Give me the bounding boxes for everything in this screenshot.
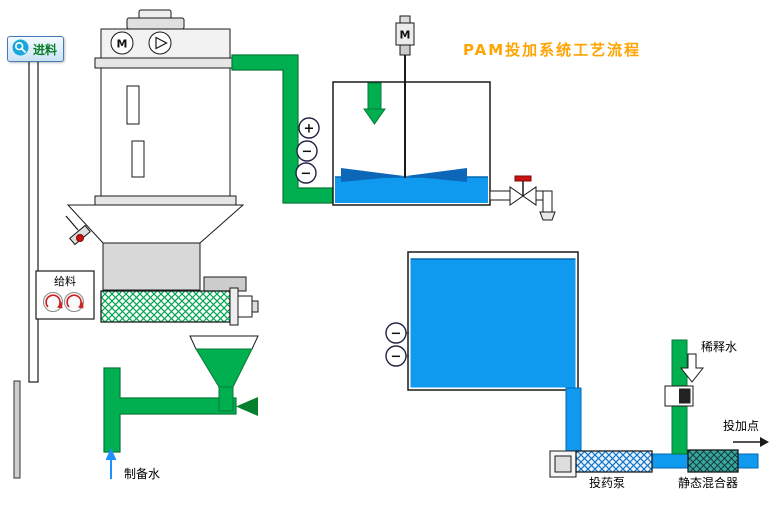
funnel-stem [218, 386, 234, 412]
funnel-cone [195, 348, 253, 388]
prep-water-arrow [105, 448, 117, 479]
static-mixer-label: 静态混合器 [678, 476, 739, 490]
feeder-motor-symbol [110, 31, 134, 55]
outlet-valve-faucet [489, 175, 556, 221]
feeder-sight-slot-upper [126, 85, 140, 125]
storage-gauge-2 [385, 345, 407, 367]
flow-arrow-left [236, 397, 258, 416]
agitator-blade-right [406, 168, 467, 182]
screw-gearbox [237, 295, 253, 318]
screw-conveyor [100, 276, 259, 326]
static-mixer [687, 449, 739, 473]
feeder-body [100, 67, 231, 197]
dial-arrow-right [66, 294, 82, 308]
magnifier-icon [12, 39, 29, 59]
screw-tube [100, 290, 231, 323]
agitator-blade-left [341, 168, 404, 182]
feed-button[interactable]: 进料 [7, 36, 65, 62]
mix-pipe-gauges: + − − [295, 117, 320, 184]
outlet-pipe [489, 190, 511, 201]
faucet-spout [539, 211, 556, 221]
dilution-pipe [664, 339, 705, 455]
feed-button-label: 进料 [33, 42, 58, 57]
agitator-motor-cap [399, 15, 411, 24]
feeder-panel-label: 给料 [54, 275, 76, 288]
mixing-funnel [189, 335, 259, 416]
storage-gauge-1-label: − [391, 327, 402, 342]
storage-tank-liquid [410, 259, 576, 388]
storage-tank [407, 251, 579, 391]
gauge-plus [298, 117, 320, 139]
faucet-drop [542, 190, 553, 213]
gauge-plus-label: + [304, 122, 315, 137]
dilution-flow-arrow [679, 353, 705, 383]
left-standpipe [28, 55, 39, 383]
pump-body-inner [554, 455, 572, 473]
dial-arrow-left [45, 294, 61, 308]
dosing-pump-label: 投药泵 [589, 476, 626, 490]
storage-gauge-1 [385, 322, 407, 344]
feeder-control-panel [35, 270, 95, 320]
storage-gauge-2-label: − [391, 350, 402, 365]
agitator-motor-label: M [400, 29, 411, 42]
tank-inlet-arrow [363, 108, 386, 125]
feeder-hopper-funnel [66, 204, 245, 244]
feeder-top-rim [94, 57, 237, 69]
funnel-mouth [189, 335, 259, 350]
feeder-discharge-box [102, 242, 201, 291]
gauge-minus-1 [296, 140, 318, 162]
valve-body-right [522, 186, 537, 206]
dilution-valve-inner [679, 388, 691, 404]
dosing-point-label: 投加点 [723, 419, 760, 433]
screw-end-flange [229, 287, 239, 326]
dosing-point-arrow [733, 437, 769, 447]
gauge-minus-2-label: − [301, 167, 312, 182]
storage-tank-gauges: − − [385, 322, 409, 367]
suction-pipe [565, 387, 582, 455]
valve-body-left [509, 186, 524, 206]
feeder-motor-label: M [117, 38, 128, 51]
dosing-pump [549, 450, 653, 478]
gauge-minus-1-label: − [302, 145, 313, 160]
screw-shaft-end [251, 300, 259, 313]
gauge-minus-2 [295, 162, 317, 184]
feeder-cap-base [126, 17, 185, 30]
slope-valve-stem [65, 215, 79, 231]
valve-handle [514, 175, 532, 182]
left-level-rod [13, 380, 21, 479]
tank-inlet-pipe [367, 82, 382, 110]
slope-valve-indicator [76, 234, 84, 242]
prep-water-label: 制备水 [124, 467, 161, 481]
page-title: PAM投加系统工艺流程 [463, 41, 642, 59]
feeder-bottom-rim [94, 195, 237, 206]
fan-triangle-icon [155, 36, 168, 50]
screw-drive-motor [203, 276, 247, 292]
agitator-motor: M [395, 15, 415, 56]
agitator-coupling [399, 44, 411, 56]
mixing-tank [332, 55, 491, 206]
pam-feeder-unit: M [65, 9, 245, 291]
feeder-sight-slot-lower [131, 140, 145, 178]
feeder-panel-box [35, 270, 95, 320]
pump-screw [575, 450, 653, 473]
dilution-water-label: 稀释水 [701, 340, 738, 354]
